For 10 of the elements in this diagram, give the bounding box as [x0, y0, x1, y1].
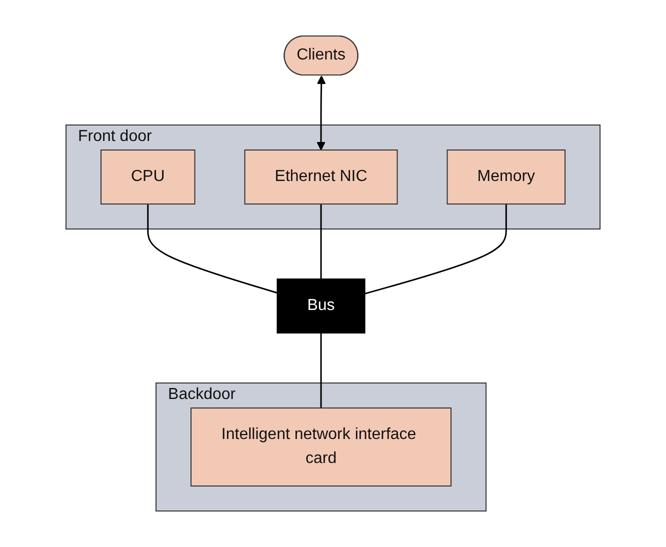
connector — [320, 204, 322, 279]
node-box: CPU — [100, 150, 196, 204]
node-box: Intelligent network interface card — [190, 408, 452, 486]
arrow — [316, 76, 326, 150]
node-box: Memory — [446, 150, 566, 204]
connector — [147, 204, 278, 294]
node-box: Ethernet NIC — [244, 150, 398, 204]
node-box: Bus — [276, 278, 366, 334]
connector — [320, 333, 322, 408]
connector — [364, 204, 507, 294]
